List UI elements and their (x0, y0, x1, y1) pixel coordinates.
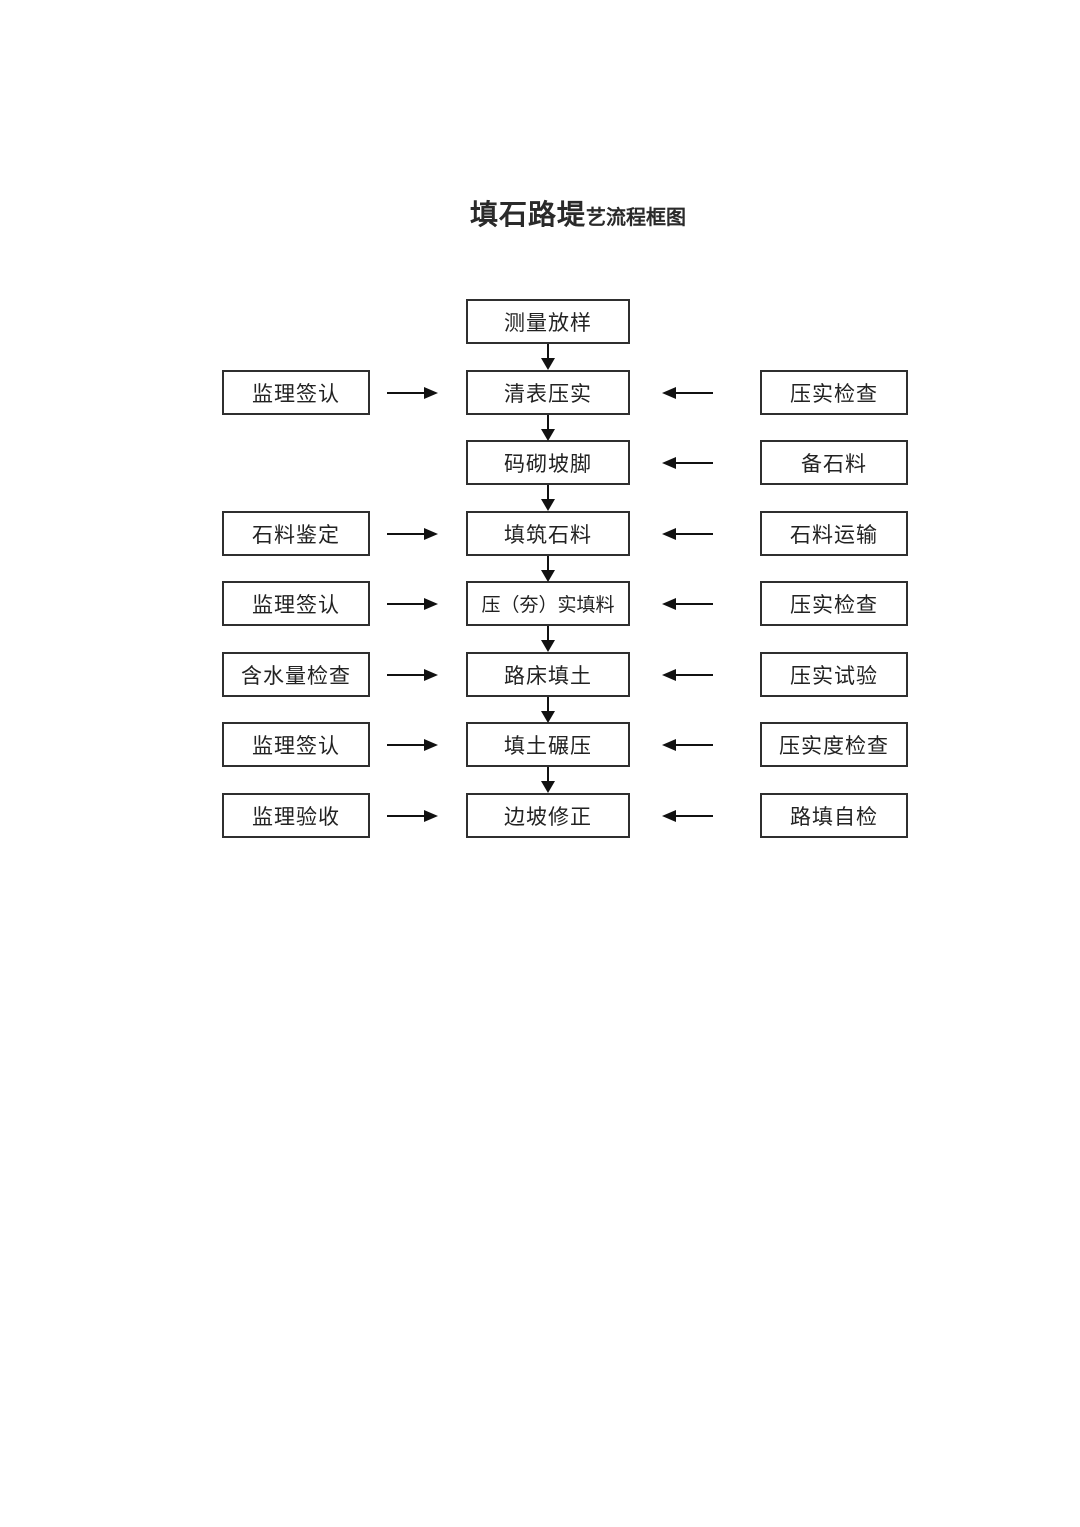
left-node-2: 石料鉴定 (222, 511, 370, 556)
flow-step-6-label: 路床填土 (504, 663, 592, 688)
left-arrow-1 (662, 386, 713, 400)
diagram-title-suffix: 艺流程框图 (586, 205, 687, 229)
left-arrow-6 (662, 738, 713, 752)
right-node-2: 备石料 (760, 440, 908, 485)
right-node-5: 压实试验 (760, 652, 908, 697)
right-arrow-6 (387, 809, 438, 823)
down-arrow-1 (541, 344, 555, 370)
flow-step-3-label: 码砌坡脚 (504, 451, 592, 476)
right-arrow-5 (387, 738, 438, 752)
right-node-1-label: 压实检查 (790, 381, 878, 406)
down-arrow-7 (541, 767, 555, 793)
left-node-2-label: 石料鉴定 (252, 522, 340, 547)
left-node-5-label: 监理签认 (252, 733, 340, 758)
left-node-4-label: 含水量检查 (241, 663, 351, 688)
diagram-title: 填石路堤艺流程框图 (470, 193, 686, 233)
left-arrow-2 (662, 456, 713, 470)
flow-step-8: 边坡修正 (466, 793, 630, 838)
down-arrow-6 (541, 697, 555, 723)
right-node-7-label: 路填自检 (790, 804, 878, 829)
right-node-3: 石料运输 (760, 511, 908, 556)
flow-step-3: 码砌坡脚 (466, 440, 630, 485)
flow-step-1-label: 测量放样 (504, 310, 592, 335)
left-node-6-label: 监理验收 (252, 804, 340, 829)
left-node-6: 监理验收 (222, 793, 370, 838)
flow-step-7-label: 填土碾压 (504, 733, 592, 758)
flow-step-1: 测量放样 (466, 299, 630, 344)
left-arrow-3 (662, 527, 713, 541)
right-arrow-4 (387, 668, 438, 682)
left-arrow-5 (662, 668, 713, 682)
right-node-3-label: 石料运输 (790, 522, 878, 547)
left-node-5: 监理签认 (222, 722, 370, 767)
down-arrow-5 (541, 626, 555, 652)
left-node-4: 含水量检查 (222, 652, 370, 697)
diagram-title-main: 填石路堤 (469, 198, 587, 231)
right-node-1: 压实检查 (760, 370, 908, 415)
right-node-6: 压实度检查 (760, 722, 908, 767)
left-node-1-label: 监理签认 (252, 381, 340, 406)
flow-step-2-label: 清表压实 (504, 381, 592, 406)
left-node-3-label: 监理签认 (252, 592, 340, 617)
left-node-1: 监理签认 (222, 370, 370, 415)
right-node-2-label: 备石料 (801, 451, 867, 476)
down-arrow-4 (541, 556, 555, 582)
flow-step-4-label: 填筑石料 (504, 522, 592, 547)
right-arrow-2 (387, 527, 438, 541)
right-node-5-label: 压实试验 (790, 663, 878, 688)
left-arrow-7 (662, 809, 713, 823)
right-node-7: 路填自检 (760, 793, 908, 838)
flow-step-5: 压（夯）实填料 (466, 581, 630, 626)
right-node-6-label: 压实度检查 (779, 733, 889, 758)
right-arrow-1 (387, 386, 438, 400)
flow-step-4: 填筑石料 (466, 511, 630, 556)
right-arrow-3 (387, 597, 438, 611)
flow-step-2: 清表压实 (466, 370, 630, 415)
right-node-4: 压实检查 (760, 581, 908, 626)
flow-step-7: 填土碾压 (466, 722, 630, 767)
flow-step-5-label: 压（夯）实填料 (481, 594, 615, 616)
left-arrow-4 (662, 597, 713, 611)
left-node-3: 监理签认 (222, 581, 370, 626)
flow-step-8-label: 边坡修正 (504, 804, 592, 829)
down-arrow-3 (541, 485, 555, 511)
right-node-4-label: 压实检查 (790, 592, 878, 617)
down-arrow-2 (541, 415, 555, 441)
flow-step-6: 路床填土 (466, 652, 630, 697)
